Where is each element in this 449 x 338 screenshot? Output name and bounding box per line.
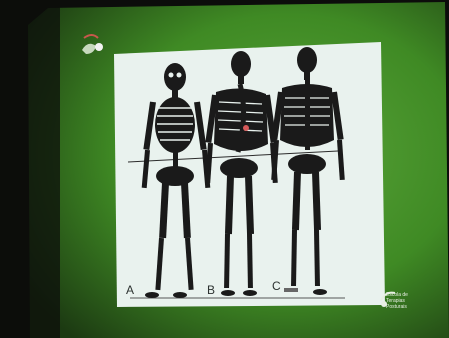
logo-line-3: Posturais [376,304,432,310]
skeleton-c-label: C [272,279,281,293]
skeleton-a-label: A [126,283,134,297]
highlight-mark [243,125,249,131]
skeleton-b-label: B [207,283,215,297]
school-logo-text: Escola de Terapias Posturais [376,292,432,310]
